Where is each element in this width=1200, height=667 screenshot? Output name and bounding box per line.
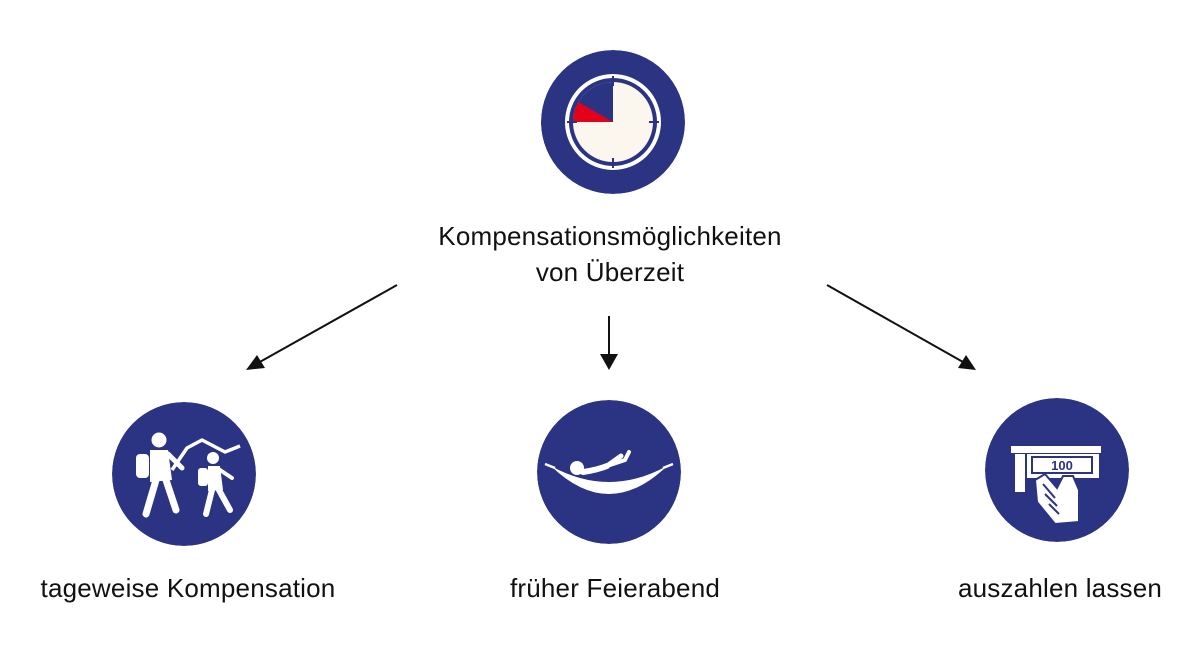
root-title-line-2: von Überzeit — [535, 257, 685, 287]
stopwatch-icon — [541, 50, 685, 194]
root-title: Kompensationsmöglichkeiten von Überzeit — [355, 218, 865, 290]
hikers-icon — [112, 402, 256, 546]
option-label-payout: auszahlen lassen — [957, 573, 1163, 603]
arrow-to-days — [246, 284, 398, 370]
banknote-value: 100 — [1051, 458, 1073, 473]
arrow-to-payout — [826, 284, 976, 370]
root-title-line-1: Kompensationsmöglichkeiten — [438, 221, 782, 251]
cash-withdrawal-node: 100 — [985, 398, 1129, 542]
stopwatch-node — [541, 50, 685, 194]
cash-withdrawal-icon: 100 — [985, 398, 1129, 542]
hammock-node — [537, 400, 681, 544]
hikers-node — [112, 402, 256, 546]
option-label-days: tageweise Kompensation — [40, 573, 336, 603]
option-label-early: früher Feierabend — [509, 573, 721, 603]
arrow-to-early — [600, 316, 618, 370]
hammock-icon — [537, 400, 681, 544]
